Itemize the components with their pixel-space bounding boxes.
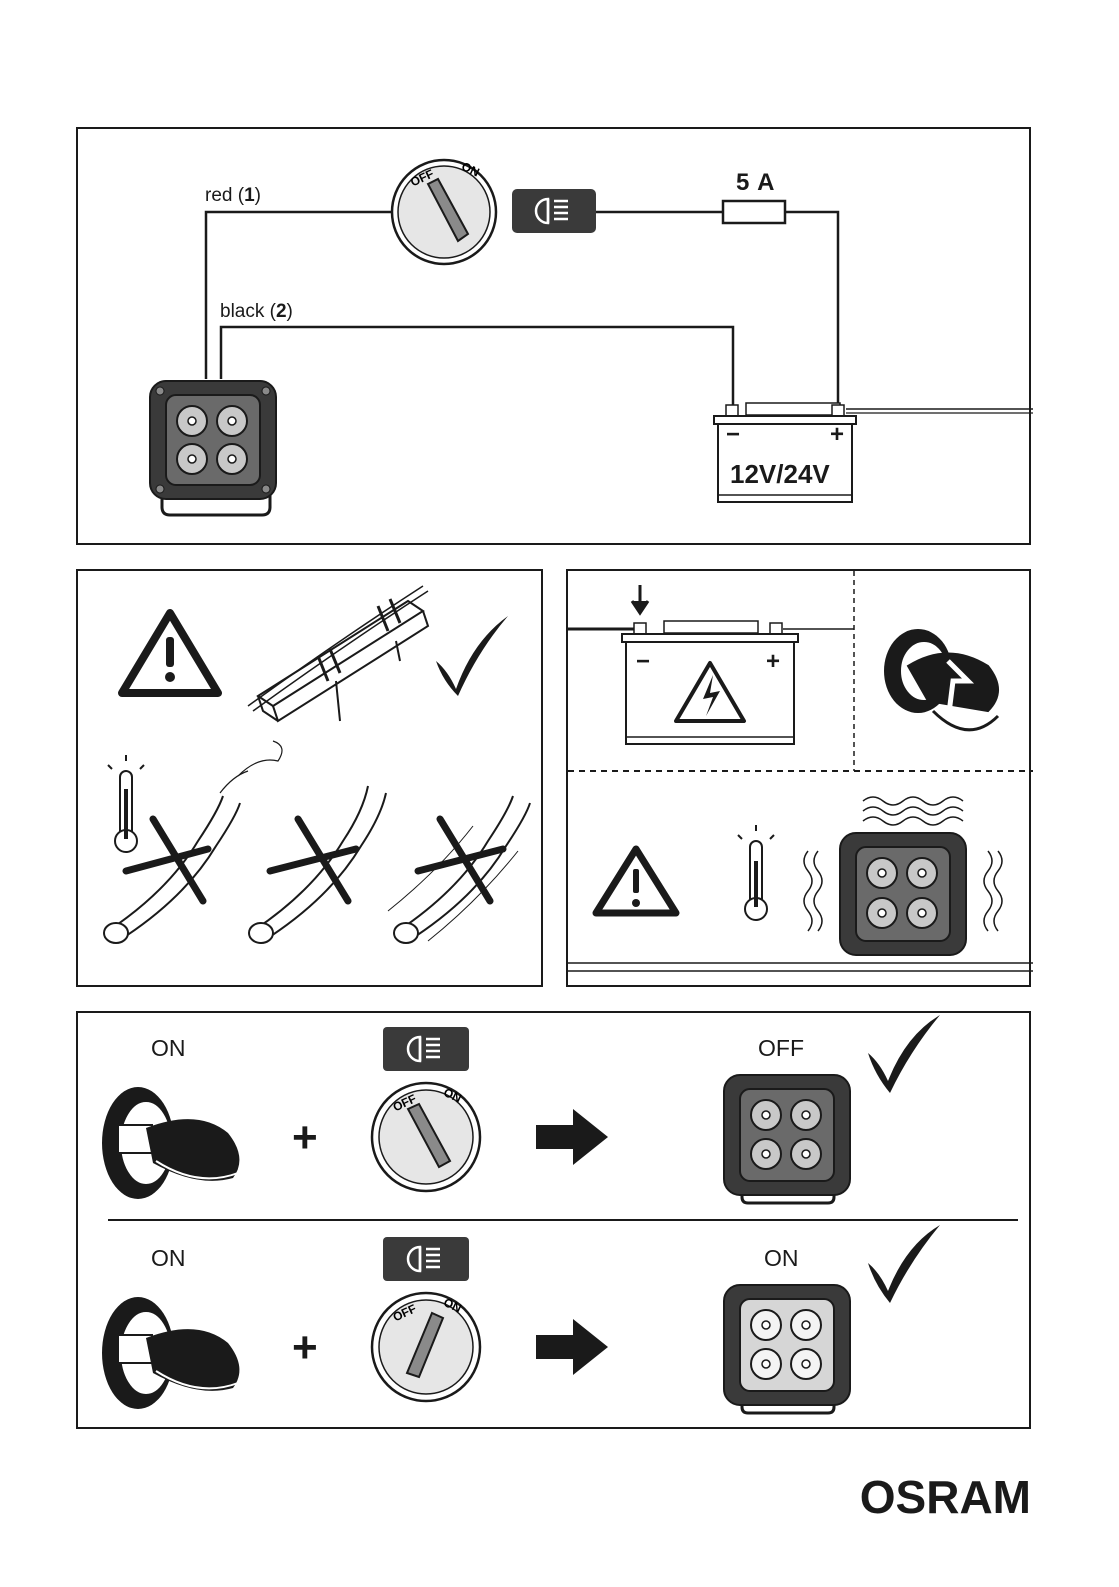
fuse-rating-label: 5 A [736, 169, 775, 197]
rotary-switch-icon: OFF ON [372, 1293, 480, 1401]
work-lamp-icon [150, 381, 276, 515]
row2-lamp-state: ON [764, 1245, 799, 1272]
row1-lamp-state: OFF [758, 1035, 804, 1062]
battery-safety-diagram [568, 571, 1033, 989]
main-beam-icon [383, 1237, 469, 1281]
warning-triangle-icon [596, 849, 676, 913]
black-wire-label: black (2) [220, 301, 293, 323]
work-lamp-icon [840, 833, 966, 955]
work-lamp-icon [724, 1075, 850, 1203]
battery-voltage-label: 12V/24V [730, 459, 830, 490]
fuse-icon [723, 201, 785, 223]
vibrating-pipe-illustration [388, 796, 530, 943]
checkmark-icon [868, 1225, 940, 1303]
red-wire [206, 212, 393, 379]
black-wire [221, 327, 733, 409]
osram-logo: OSRAM [860, 1470, 1031, 1524]
red-wire-label: red (1) [205, 185, 261, 207]
cable-routing-diagram [78, 571, 545, 989]
battery-plus-label: + [830, 421, 844, 449]
cable-routing-panel [76, 569, 543, 987]
operation-diagram: OFF ON [78, 1013, 1033, 1431]
main-beam-icon [512, 189, 596, 233]
thermometer-icon [108, 755, 144, 852]
secured-cable-illustration [248, 586, 428, 721]
battery-safety-panel: − + [566, 569, 1031, 987]
battery-minus-label: − [726, 421, 740, 449]
row1-ignition-state: ON [151, 1035, 186, 1062]
ignition-key-icon [102, 1297, 239, 1409]
arrow-down-icon [632, 585, 648, 613]
wires [206, 212, 1033, 413]
row1-plus-sign: + [292, 1113, 318, 1163]
fuse-to-battery-wire [785, 212, 838, 407]
wiring-diagram-panel: OFF ON [76, 127, 1031, 545]
battery-plus-label: + [766, 648, 780, 676]
work-lamp-icon [724, 1285, 850, 1413]
arrow-right-icon [536, 1109, 608, 1165]
main-beam-icon [383, 1027, 469, 1071]
arrow-right-icon [536, 1319, 608, 1375]
thermometer-icon [738, 825, 774, 920]
checkmark-icon [868, 1015, 940, 1093]
ignition-key-icon [884, 629, 998, 730]
ignition-key-icon [102, 1087, 239, 1199]
battery-minus-label: − [636, 648, 650, 676]
checkmark-icon [436, 616, 508, 696]
row2-ignition-state: ON [151, 1245, 186, 1272]
rotary-switch-icon: OFF ON [372, 1083, 480, 1191]
rotary-switch-icon: OFF ON [392, 159, 496, 264]
row2-plus-sign: + [292, 1323, 318, 1373]
pipe-illustration-2 [249, 786, 386, 943]
operation-panel: OFF ON [76, 1011, 1031, 1429]
warning-triangle-icon [122, 613, 218, 693]
